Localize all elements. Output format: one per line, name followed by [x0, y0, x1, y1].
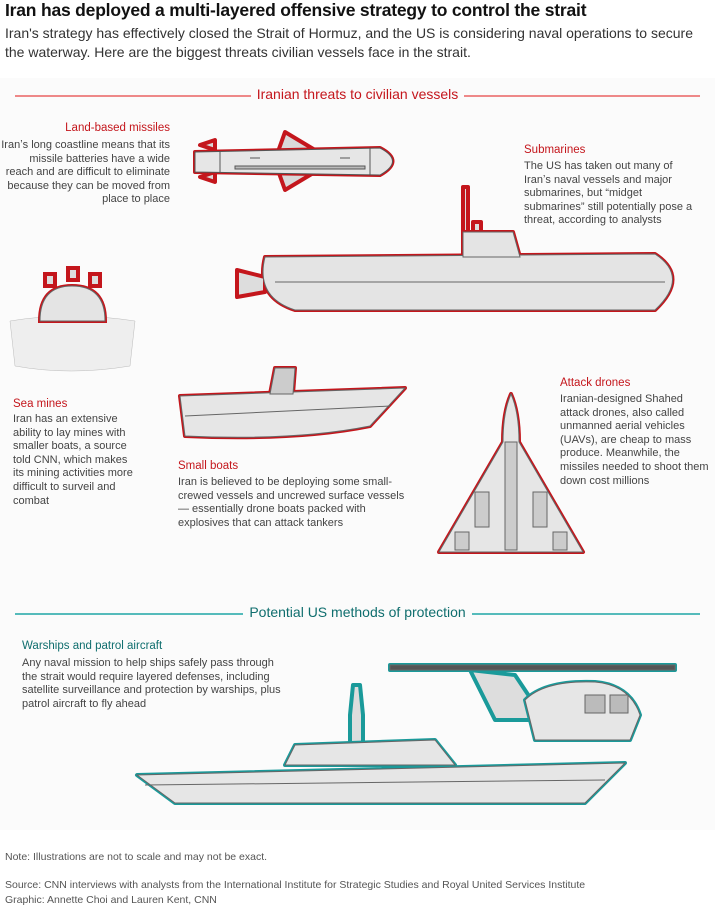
submarine-illustration: [235, 185, 675, 312]
section-title-threats: Iranian threats to civilian vessels: [0, 86, 715, 102]
section-title-text: Iranian threats to civilian vessels: [250, 86, 465, 102]
small-boats-heading: Small boats: [178, 460, 239, 472]
source: Source: CNN interviews with analysts fro…: [5, 879, 586, 891]
attack-drones-heading: Attack drones: [560, 377, 631, 389]
sea-mines-heading: Sea mines: [13, 398, 68, 410]
warship-illustration: [135, 683, 627, 805]
submarines-heading: Submarines: [524, 144, 586, 156]
missiles-heading: Land-based missiles: [65, 122, 170, 134]
small-boats-text: Iran is believed to be deploying some sm…: [178, 476, 405, 529]
section-title-protection: Potential US methods of protection: [0, 604, 715, 620]
missile-illustration: [193, 130, 395, 192]
section-title-text: Potential US methods of protection: [243, 604, 472, 620]
note: Note: Illustrations are not to scale and…: [5, 851, 268, 863]
missiles-text: Iranʼs long coastline means that its mis…: [1, 139, 170, 206]
helicopter-illustration: [388, 663, 677, 742]
subtitle: Iran's strategy has effectively closed t…: [5, 25, 693, 60]
warships-heading: Warships and patrol aircraft: [22, 640, 163, 652]
submarines-text: The US has taken out many of Iranʼs nava…: [524, 160, 693, 227]
attack-drones-text: Iranian-designed Shahed attack drones, a…: [560, 393, 709, 487]
small-boat-illustration: [178, 366, 407, 440]
sea-mine-illustration: [9, 266, 136, 372]
sea-mines-text: Iran has an extensive ability to lay min…: [13, 413, 133, 507]
page-title: Iran has deployed a multi-layered offens…: [5, 0, 587, 20]
drone-illustration: [437, 392, 585, 554]
warships-text: Any naval mission to help ships safely p…: [22, 657, 281, 710]
credit: Graphic: Annette Choi and Lauren Kent, C…: [5, 894, 217, 906]
